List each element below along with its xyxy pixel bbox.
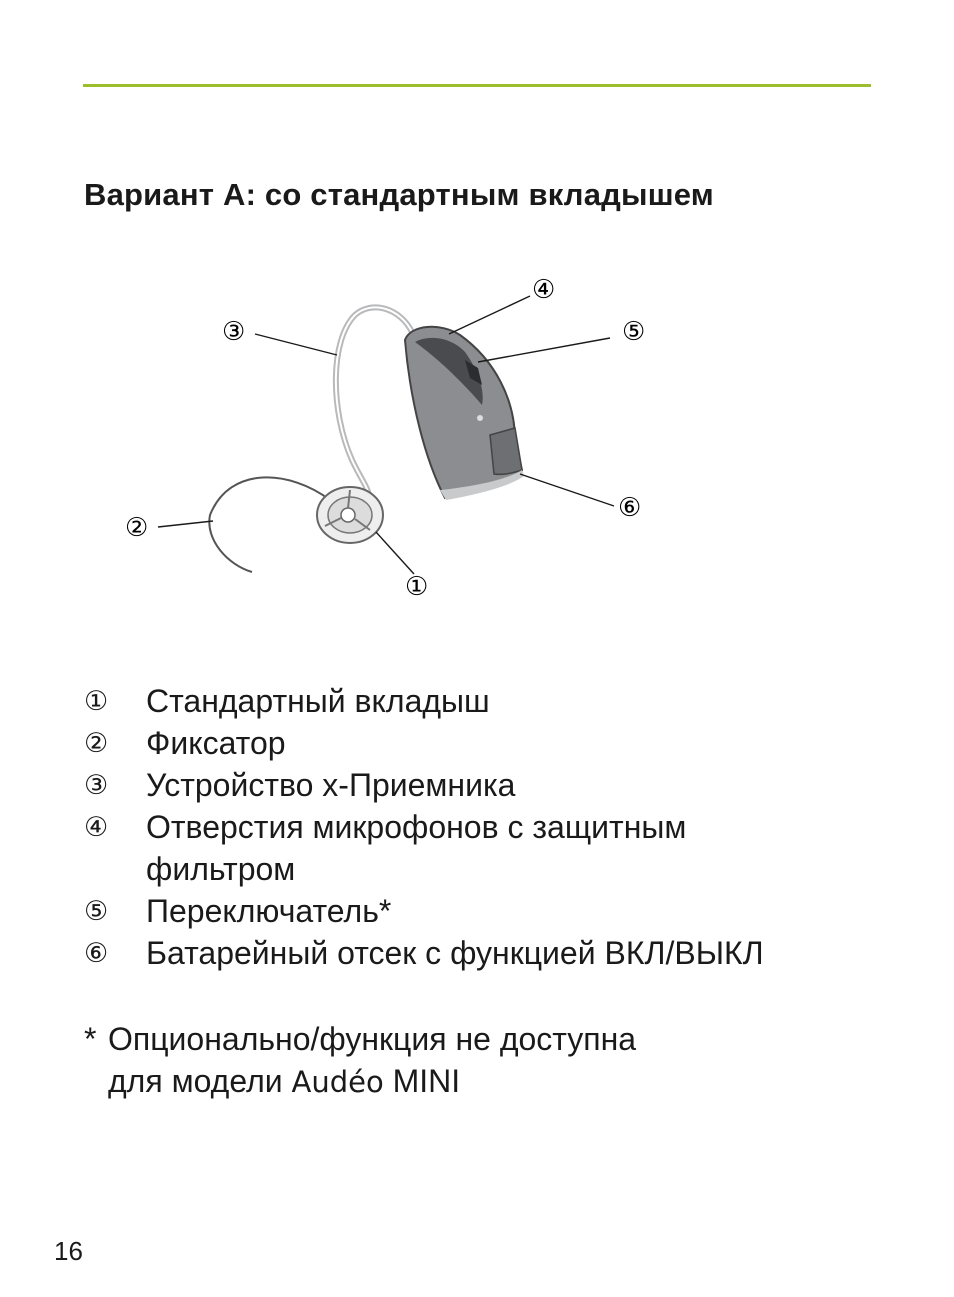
- callout-5: ⑤: [622, 317, 645, 347]
- legend-number: ④: [84, 812, 109, 842]
- legend-item: ② Фиксатор: [84, 722, 904, 764]
- legend-number: ③: [84, 770, 109, 800]
- callout-1: ①: [405, 572, 428, 602]
- section-heading: Вариант A: со стандартным вкладышем: [84, 177, 714, 212]
- footnote-line-2: для модели Audéo MINI: [84, 1060, 636, 1103]
- callout-3: ③: [222, 317, 245, 347]
- leader-lines: [157, 295, 615, 575]
- legend-number: ①: [84, 686, 109, 716]
- legend-text: Фиксатор: [146, 725, 286, 761]
- legend-text: Стандартный вкладыш: [146, 683, 490, 719]
- legend-number: ⑤: [84, 896, 109, 926]
- page-number: 16: [54, 1236, 83, 1266]
- legend-number: ②: [84, 728, 109, 758]
- brand-name: Audéo: [291, 1065, 384, 1099]
- legend-text: Батарейный отсек с функцией ВКЛ/ВЫКЛ: [146, 935, 764, 971]
- callout-2: ②: [125, 513, 148, 543]
- header-rule: [83, 84, 871, 87]
- legend-text: Устройство x-Приемника: [146, 767, 516, 803]
- parts-legend: ① Стандартный вкладыш ② Фиксатор ③ Устро…: [84, 680, 904, 974]
- footnote-prefix: для модели: [108, 1063, 283, 1099]
- device-illustration: [208, 304, 524, 573]
- receiver-wire: [332, 304, 415, 509]
- callout-6: ⑥: [618, 493, 641, 523]
- retention-wire: [208, 476, 331, 573]
- hearing-aid-housing: [403, 325, 524, 500]
- model-name: MINI: [392, 1063, 461, 1099]
- legend-item: ③ Устройство x-Приемника: [84, 764, 904, 806]
- hearing-aid-figure: ① ② ③ ④ ⑤ ⑥: [125, 275, 645, 602]
- legend-item: ⑤ Переключатель*: [84, 890, 904, 932]
- standard-dome: [316, 486, 384, 544]
- legend-item: ① Стандартный вкладыш: [84, 680, 904, 722]
- footnote: * Опционально/функция не доступна для мод…: [84, 1018, 636, 1103]
- legend-item: ④ Отверстия микрофонов с защитным фильтр…: [84, 806, 844, 890]
- footnote-star: *: [84, 1021, 97, 1057]
- legend-item: ⑥ Батарейный отсек с функцией ВКЛ/ВЫКЛ: [84, 932, 904, 974]
- legend-text: Отверстия микрофонов с защитным фильтром: [146, 809, 687, 887]
- footnote-line-1: Опционально/функция не доступна: [108, 1021, 637, 1057]
- callout-4: ④: [532, 275, 555, 305]
- legend-number: ⑥: [84, 938, 109, 968]
- legend-text: Переключатель*: [146, 893, 392, 929]
